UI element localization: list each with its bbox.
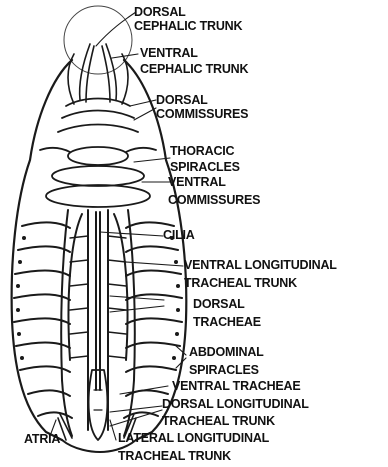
label-ventral-longitudinal-1: VENTRAL LONGITUDINAL <box>184 258 337 272</box>
thoracic-region <box>40 147 156 207</box>
label-thoracic-spiracles-2: SPIRACLES <box>170 160 240 174</box>
label-dorsal-commissures-1: DORSAL <box>156 93 208 107</box>
label-dorsal-commissures-2: COMMISSURES <box>156 107 248 121</box>
label-dorsal-cephalic-1: DORSAL <box>134 5 186 19</box>
label-ventral-commissures-2: COMMISSURES <box>168 193 260 207</box>
label-lateral-longitudinal-1: LATERAL LONGITUDINAL <box>118 431 269 445</box>
label-dorsal-longitudinal-2: TRACHEAL TRUNK <box>162 414 275 428</box>
label-cilia: CILIA <box>163 228 195 242</box>
label-abdominal-spiracles-1: ABDOMINAL <box>189 345 264 359</box>
abdominal-spiracles <box>16 236 180 360</box>
label-atria: ATRIA <box>24 432 60 446</box>
label-dorsal-cephalic-2: CEPHALIC TRUNK <box>134 19 242 33</box>
label-abdominal-spiracles-2: SPIRACLES <box>189 363 259 377</box>
label-dorsal-tracheae-2: TRACHEAE <box>193 315 261 329</box>
label-dorsal-tracheae-1: DORSAL <box>193 297 245 311</box>
dorsal-commissures <box>58 99 138 133</box>
label-dorsal-longitudinal-1: DORSAL LONGITUDINAL <box>162 397 309 411</box>
label-ventral-cephalic-1: VENTRAL <box>140 46 198 60</box>
label-lateral-longitudinal-2: TRACHEAL TRUNK <box>118 449 231 463</box>
label-ventral-tracheae: VENTRAL TRACHEAE <box>172 379 301 393</box>
label-ventral-commissures-1: VENTRAL <box>168 175 226 189</box>
gut <box>89 370 108 440</box>
label-ventral-longitudinal-2: TRACHEAL TRUNK <box>184 276 297 290</box>
label-ventral-cephalic-2: CEPHALIC TRUNK <box>140 62 248 76</box>
head-outline <box>64 6 132 74</box>
label-thoracic-spiracles-1: THORACIC <box>170 144 234 158</box>
abdominal-segments <box>14 222 182 418</box>
longitudinal-trunks <box>61 210 135 436</box>
